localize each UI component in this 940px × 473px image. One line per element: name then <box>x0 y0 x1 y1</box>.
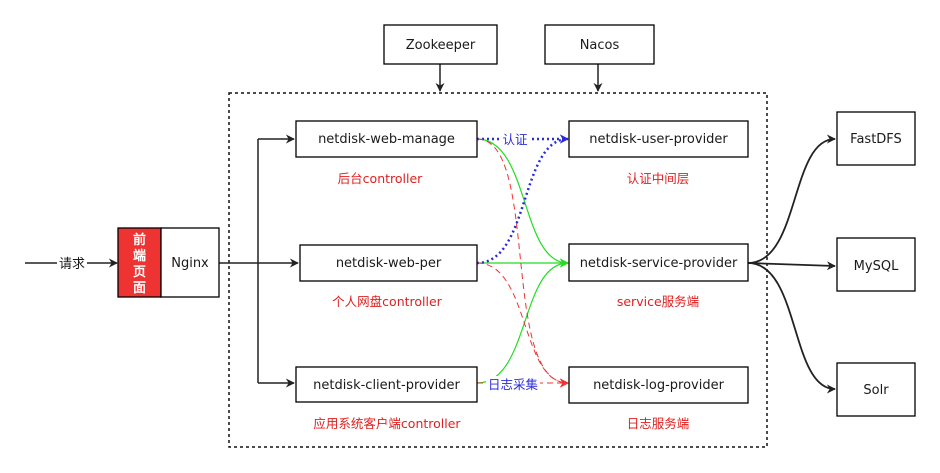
caption-service-provider: service服务端 <box>617 294 699 309</box>
node-web-manage: netdisk-web-manage <box>295 120 478 158</box>
node-mysql: MySQL <box>836 237 916 292</box>
edge-nginx-router <box>219 139 259 383</box>
node-mysql-label: MySQL <box>854 259 899 274</box>
node-nginx: Nginx <box>160 227 220 298</box>
caption-user-provider: 认证中间层 <box>627 171 690 186</box>
node-web-manage-label: netdisk-web-manage <box>318 132 455 147</box>
edge-web-per-log <box>476 262 569 388</box>
node-web-per: netdisk-web-per <box>299 244 478 282</box>
edge-service-mysql <box>747 261 836 271</box>
caption-client-provider: 应用系统客户端controller <box>313 416 461 431</box>
front-page-char-1: 前 <box>133 232 146 248</box>
node-client-provider: netdisk-client-provider <box>295 366 478 403</box>
front-page-char-3: 页 <box>133 265 146 280</box>
caption-log-provider: 日志服务端 <box>627 416 690 431</box>
node-client-provider-label: netdisk-client-provider <box>313 378 460 393</box>
caption-web-manage: 后台controller <box>338 171 423 186</box>
edge-web-per-auth <box>476 134 569 265</box>
node-solr: Solr <box>836 362 916 417</box>
node-front-page: 前 端 页 面 <box>117 227 162 298</box>
node-nacos: Nacos <box>544 24 655 65</box>
node-solr-label: Solr <box>863 383 889 398</box>
edge-label-request: 请求 <box>59 257 85 272</box>
node-log-provider: netdisk-log-provider <box>568 366 749 404</box>
edge-web-manage-log <box>476 138 569 388</box>
caption-web-per: 个人网盘controller <box>332 294 442 309</box>
edge-label-log-collect: 日志采集 <box>488 377 539 392</box>
edge-web-manage-service <box>476 138 569 268</box>
edge-label-auth: 认证 <box>502 132 528 147</box>
edge-client-service <box>476 258 569 384</box>
node-zookeeper-label: Zookeeper <box>406 38 476 53</box>
node-service-provider-label: netdisk-service-provider <box>580 256 738 271</box>
edge-service-fastdfs <box>747 134 836 264</box>
node-service-provider: netdisk-service-provider <box>568 243 749 282</box>
node-user-provider-label: netdisk-user-provider <box>589 132 728 147</box>
node-nacos-label: Nacos <box>580 38 620 53</box>
node-fastdfs-label: FastDFS <box>850 132 902 147</box>
node-zookeeper: Zookeeper <box>383 24 498 65</box>
node-log-provider-label: netdisk-log-provider <box>593 378 725 393</box>
node-user-provider: netdisk-user-provider <box>568 120 749 158</box>
front-page-char-4: 面 <box>133 281 146 296</box>
node-nginx-label: Nginx <box>171 256 209 271</box>
edge-service-solr <box>747 262 836 394</box>
node-web-per-label: netdisk-web-per <box>336 256 442 271</box>
front-page-char-2: 端 <box>133 248 146 264</box>
node-fastdfs: FastDFS <box>836 111 916 166</box>
